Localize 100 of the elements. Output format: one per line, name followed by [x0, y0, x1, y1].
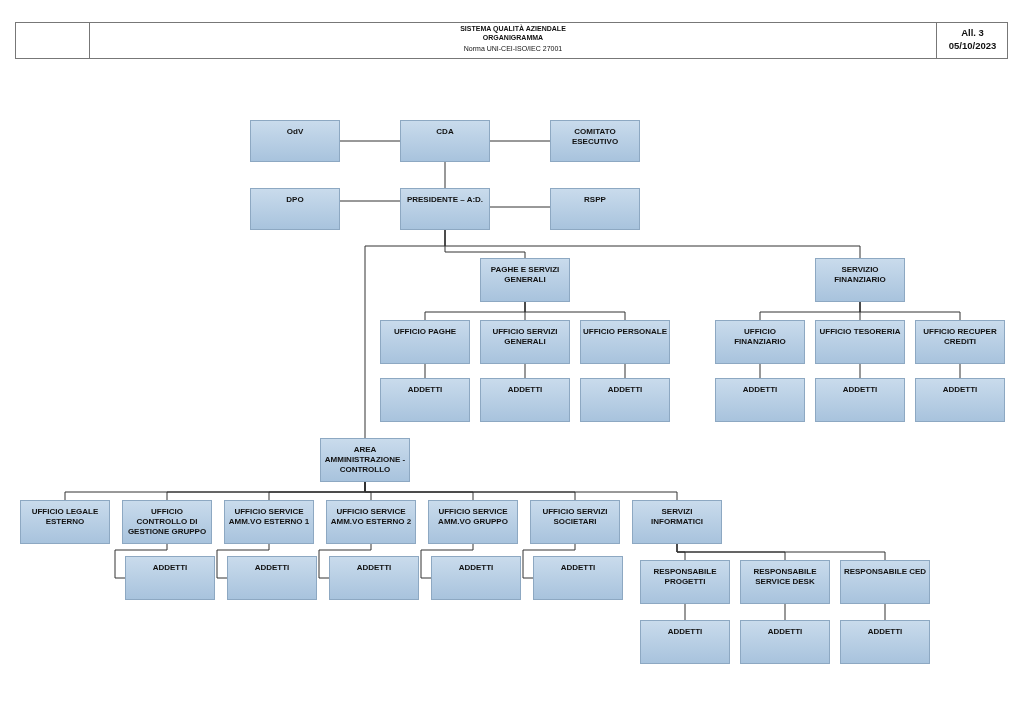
org-unit-box — [715, 320, 805, 364]
unit-name: SERVIZI INFORMATICI — [650, 507, 704, 527]
unit-name: UFFICIO SERVICE AMM.VO GRUPPO — [437, 507, 509, 527]
unit-name: UFFICIO SERVIZI GENERALI — [491, 327, 559, 347]
org-unit-box — [580, 320, 670, 364]
unit-name: UFFICIO PERSONALE — [583, 327, 667, 337]
connector-line — [859, 301, 961, 321]
connector-line — [522, 543, 576, 579]
connector-line — [784, 603, 786, 621]
org-unit-box — [840, 620, 930, 664]
org-unit-box — [533, 556, 623, 600]
unit-name: SERVIZIO FINANZIARIO — [833, 265, 887, 285]
unit-name: UFFICIO RECUPER CREDITI — [922, 327, 998, 347]
unit-name: UFFICIO FINANZIARIO — [733, 327, 787, 347]
connector-line — [339, 200, 401, 202]
connector-line — [364, 481, 678, 501]
connector-line — [684, 603, 686, 621]
unit-name: RESPONSABILE SERVICE DESK — [752, 567, 818, 587]
unit-name: UFFICIO SERVICE AMM.VO ESTERNO 1 — [227, 507, 311, 527]
attachment-number: All. 3 — [960, 27, 985, 38]
connector-line — [524, 363, 526, 379]
org-unit-box — [400, 120, 490, 162]
unit-name: ADDETTI — [942, 385, 978, 395]
org-unit-box — [840, 560, 930, 604]
connector-line — [318, 543, 372, 579]
unit-name: ADDETTI — [767, 627, 803, 637]
org-unit-box — [428, 500, 518, 544]
unit-name: ADDETTI — [607, 385, 643, 395]
connector-line — [959, 363, 961, 379]
org-unit-box — [740, 560, 830, 604]
org-unit-box — [122, 500, 212, 544]
unit-name: ADDETTI — [560, 563, 596, 573]
org-unit-box — [550, 120, 640, 162]
unit-name: PAGHE E SERVIZI GENERALI — [489, 265, 561, 285]
unit-name: ADDETTI — [842, 385, 878, 395]
connector-line — [859, 363, 861, 379]
unit-name: UFFICIO TESORERIA — [819, 327, 901, 337]
unit-name: ADDETTI — [867, 627, 903, 637]
org-unit-box — [915, 320, 1005, 364]
unit-name: COMITATO ESECUTIVO — [570, 127, 620, 147]
unit-name: RESPONSABILE PROGETTI — [652, 567, 718, 587]
org-unit-box — [480, 320, 570, 364]
connector-line — [489, 206, 551, 208]
unit-name: RSPP — [584, 195, 606, 205]
org-unit-box — [632, 500, 722, 544]
unit-name: AREA AMMINISTRAZIONE - CONTROLLO — [323, 445, 407, 475]
connector-line — [424, 363, 426, 379]
org-unit-box — [400, 188, 490, 230]
connector-line — [364, 229, 446, 439]
connector-line — [884, 603, 886, 621]
unit-name: PRESIDENTE – A:D. — [406, 195, 484, 205]
unit-name: UFFICIO PAGHE — [393, 327, 457, 337]
unit-name: ADDETTI — [254, 563, 290, 573]
connector-line — [624, 363, 626, 379]
org-unit-box — [580, 378, 670, 422]
unit-name: ADDETTI — [742, 385, 778, 395]
connector-line — [759, 363, 761, 379]
unit-name: UFFICIO LEGALE ESTERNO — [30, 507, 100, 527]
unit-name: ADDETTI — [667, 627, 703, 637]
org-unit-box — [815, 378, 905, 422]
connector-line — [524, 301, 626, 321]
unit-name: RESPONSABILE CED — [843, 567, 927, 577]
connector-line — [339, 140, 401, 142]
org-unit-box — [250, 188, 340, 230]
org-unit-box — [431, 556, 521, 600]
document-date: 05/10/2023 — [947, 40, 998, 51]
org-unit-box — [915, 378, 1005, 422]
connector-line — [216, 543, 270, 579]
unit-name: UFFICIO CONTROLLO DI GESTIONE GRUPPO — [126, 507, 208, 537]
org-unit-box — [715, 378, 805, 422]
unit-name: OdV — [286, 127, 304, 137]
org-unit-box — [640, 620, 730, 664]
org-unit-box — [329, 556, 419, 600]
org-unit-box — [20, 500, 110, 544]
unit-name: ADDETTI — [407, 385, 443, 395]
unit-name: UFFICIO SERVICE AMM.VO ESTERNO 2 — [329, 507, 413, 527]
org-unit-box — [550, 188, 640, 230]
org-unit-box — [320, 438, 410, 482]
connector-line — [489, 140, 551, 142]
org-unit-box — [740, 620, 830, 664]
org-unit-box — [224, 500, 314, 544]
unit-name: CDA — [436, 127, 454, 137]
unit-name: DPO — [286, 195, 304, 205]
org-unit-box — [326, 500, 416, 544]
unit-name: ADDETTI — [507, 385, 543, 395]
org-unit-box — [530, 500, 620, 544]
org-unit-box — [227, 556, 317, 600]
unit-name: ADDETTI — [458, 563, 494, 573]
org-unit-box — [380, 378, 470, 422]
org-unit-box — [380, 320, 470, 364]
unit-name: ADDETTI — [356, 563, 392, 573]
connector-line — [114, 543, 168, 579]
org-unit-box — [250, 120, 340, 162]
org-unit-box — [480, 258, 570, 302]
unit-name: UFFICIO SERVIZI SOCIETARI — [541, 507, 609, 527]
connector-line — [676, 543, 886, 561]
connector-line — [444, 161, 446, 189]
org-unit-box — [815, 320, 905, 364]
unit-name: ADDETTI — [152, 563, 188, 573]
org-unit-box — [480, 378, 570, 422]
